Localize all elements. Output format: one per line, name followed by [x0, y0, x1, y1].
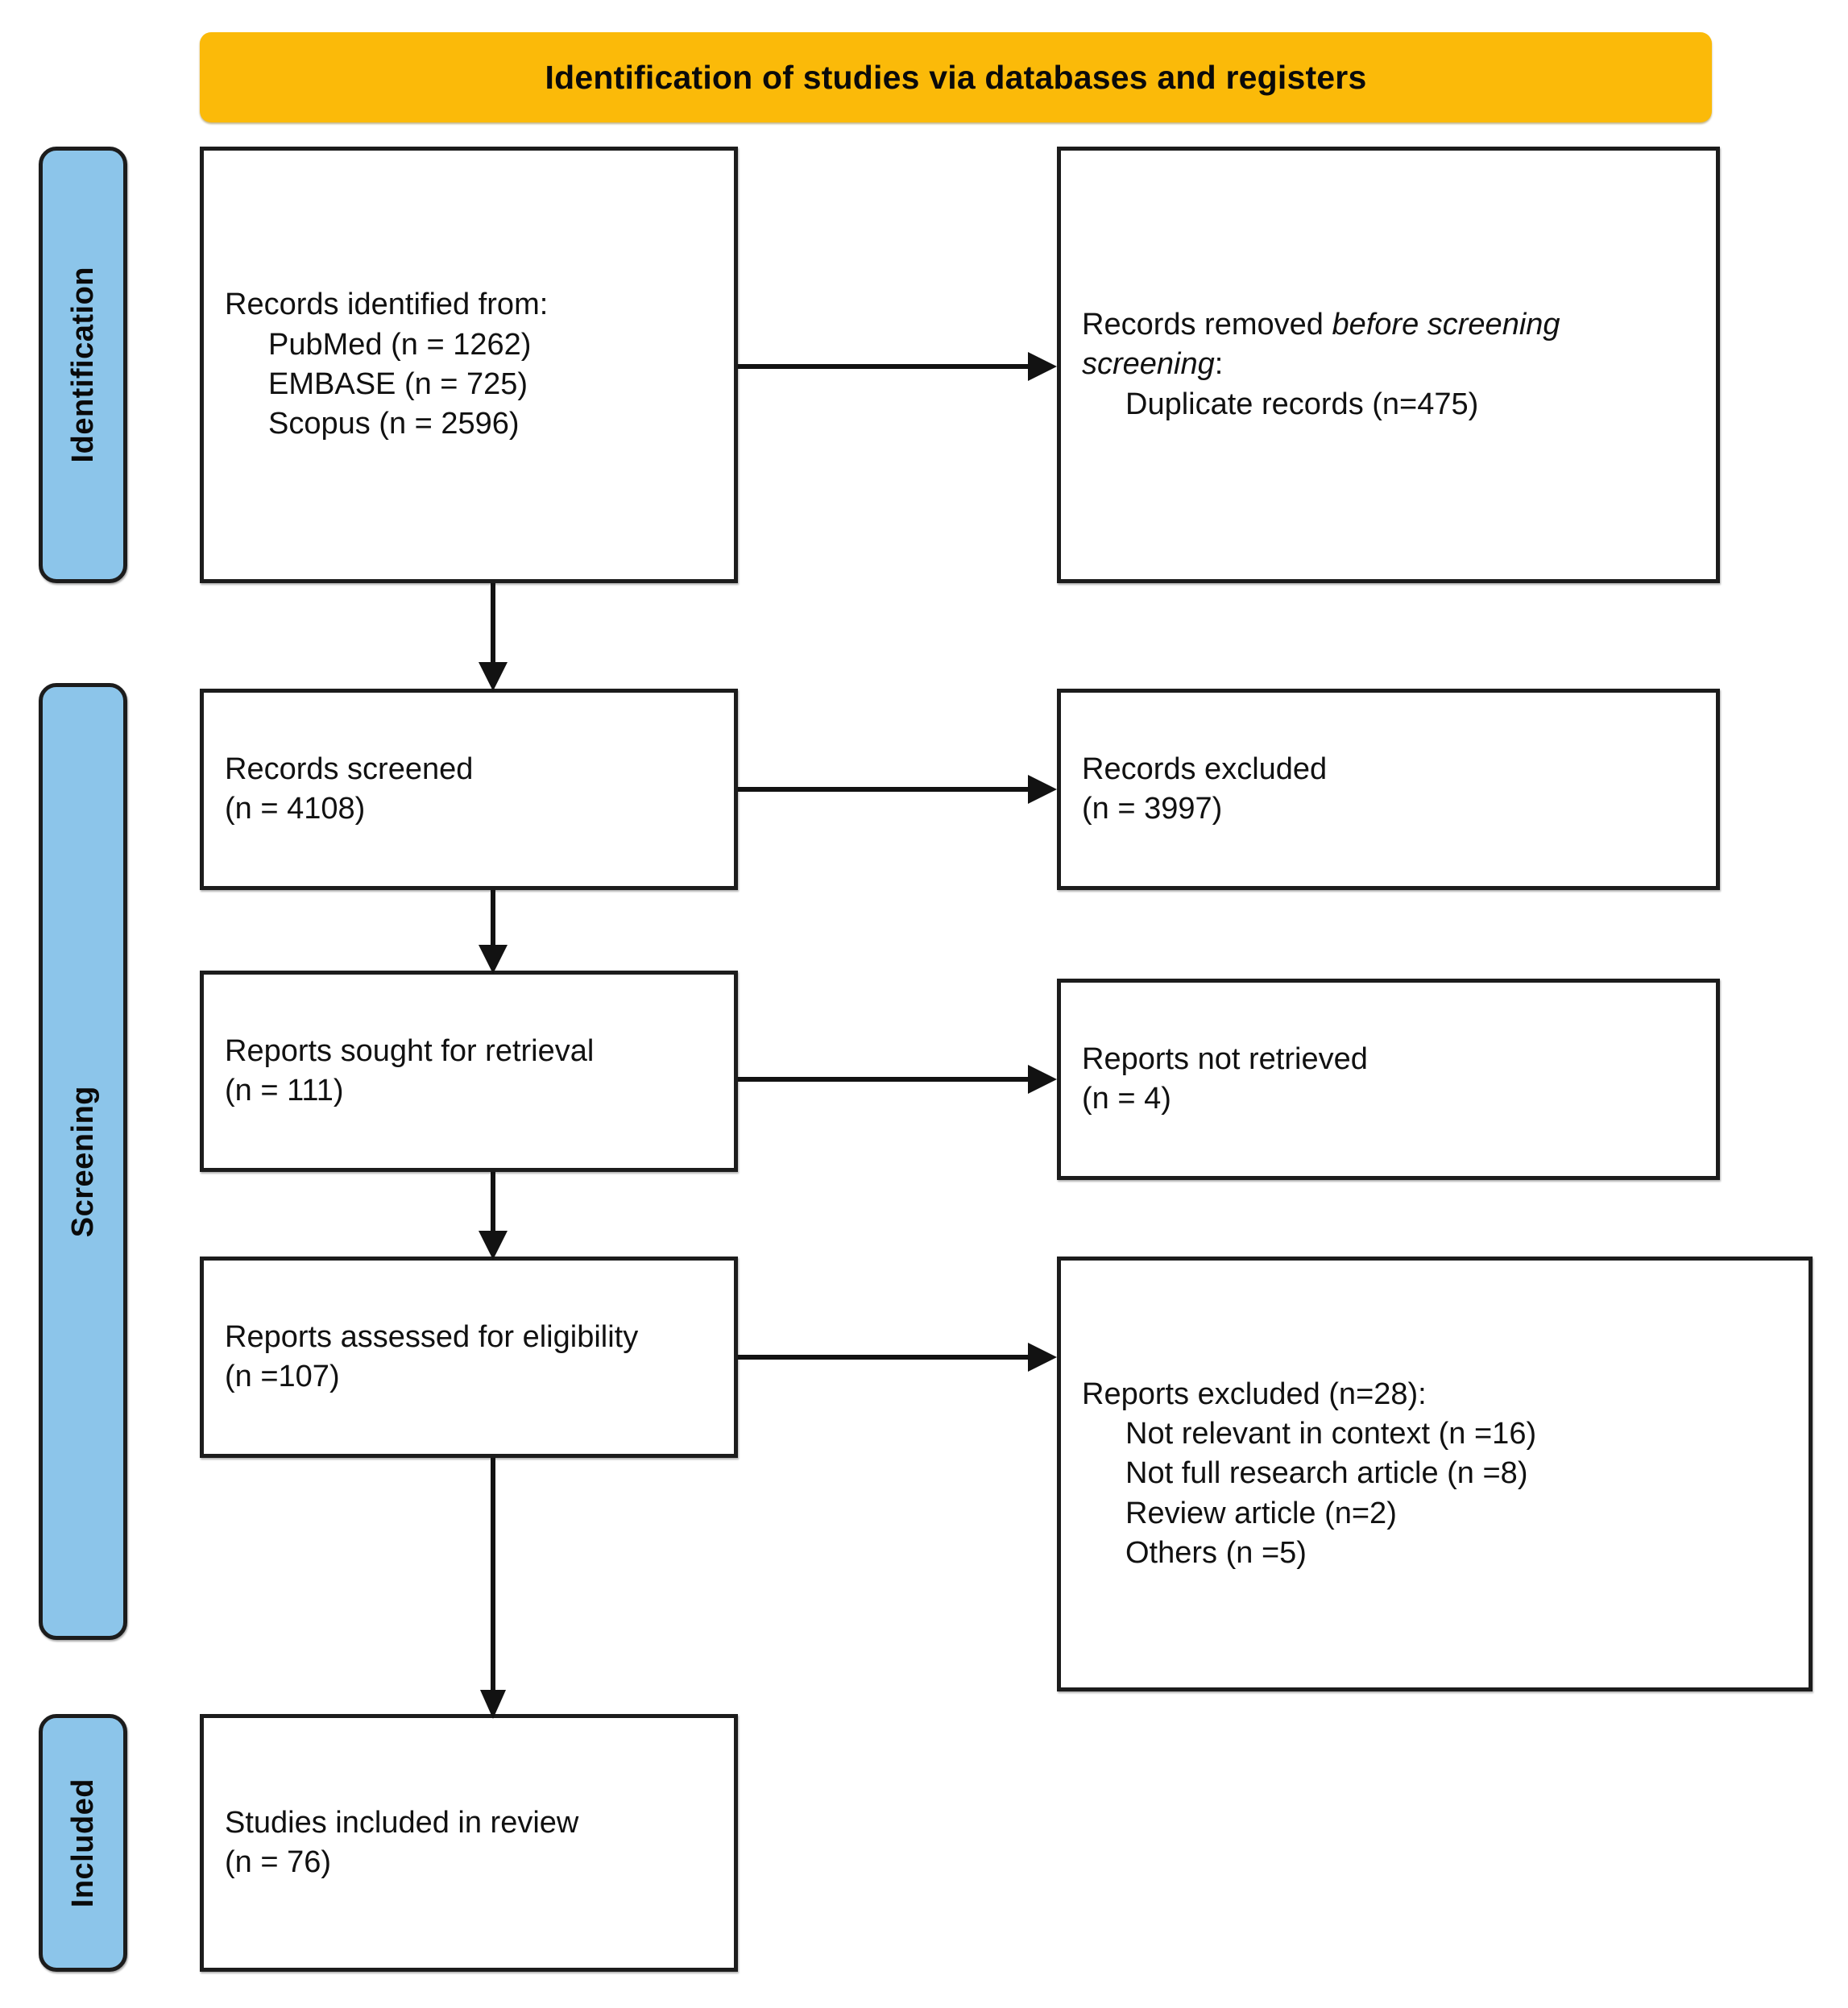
box-count: (n =107)	[225, 1360, 340, 1393]
box-records-excluded: Records excluded (n = 3997)	[1057, 689, 1720, 890]
box-title-continuation: screening:	[1082, 345, 1695, 384]
diagram-header-banner: Identification of studies via databases …	[200, 32, 1712, 122]
box-title: Reports sought for retrieval	[225, 1033, 595, 1068]
box-reports-excluded: Reports excluded (n=28): Not relevant in…	[1057, 1257, 1813, 1691]
box-count: (n = 3997)	[1082, 792, 1223, 826]
box-title: Records removed before screening	[1082, 305, 1695, 345]
stage-label-text: Screening	[65, 1085, 100, 1238]
arrow-screened-to-excluded	[738, 765, 1060, 814]
source-embase: EMBASE (n = 725)	[268, 367, 528, 401]
box-records-identified: Records identified from: PubMed (n = 126…	[200, 147, 738, 583]
arrow-assessed-to-reports-excluded	[738, 1333, 1060, 1381]
arrow-identified-to-removed	[738, 342, 1060, 391]
box-records-removed: Records removed before screening screeni…	[1057, 147, 1720, 583]
box-count: (n = 111)	[225, 1074, 344, 1108]
stage-label-screening: Screening	[39, 683, 127, 1640]
source-pubmed: PubMed (n = 1262)	[268, 327, 532, 362]
box-title: Records identified from:	[225, 288, 549, 322]
exclusion-reason-not-relevant: Not relevant in context (n =16)	[1125, 1416, 1537, 1451]
box-title: Reports not retrieved	[1082, 1041, 1368, 1076]
box-title-emphasis: before screening	[1332, 307, 1560, 342]
duplicate-records: Duplicate records (n=475)	[1125, 387, 1479, 421]
exclusion-reason-not-full-article: Not full research article (n =8)	[1125, 1456, 1528, 1491]
box-title: Reports assessed for eligibility	[225, 1319, 639, 1354]
box-title: Studies included in review	[225, 1805, 579, 1840]
diagram-title: Identification of studies via databases …	[545, 58, 1367, 96]
arrow-sought-to-not-retrieved	[738, 1055, 1060, 1103]
box-count: (n = 76)	[225, 1845, 332, 1879]
box-title-emphasis-2: screening	[1082, 347, 1215, 382]
box-title: Records excluded	[1082, 751, 1328, 786]
box-title-suffix: :	[1214, 347, 1224, 382]
exclusion-reason-review-article: Review article (n=2)	[1125, 1496, 1397, 1530]
box-title-prefix: Records removed	[1082, 307, 1332, 342]
source-scopus: Scopus (n = 2596)	[268, 407, 520, 441]
box-studies-included: Studies included in review (n = 76)	[200, 1714, 738, 1972]
box-title: Reports excluded (n=28):	[1082, 1377, 1427, 1411]
arrow-assessed-to-included	[469, 1458, 517, 1724]
box-count: (n = 4)	[1082, 1082, 1171, 1116]
box-reports-not-retrieved: Reports not retrieved (n = 4)	[1057, 979, 1720, 1180]
stage-label-included: Included	[39, 1714, 127, 1972]
stage-label-text: Identification	[65, 267, 100, 463]
box-reports-sought: Reports sought for retrieval (n = 111)	[200, 971, 738, 1172]
exclusion-reason-others: Others (n =5)	[1125, 1536, 1307, 1571]
box-title: Records screened	[225, 751, 474, 786]
stage-label-identification: Identification	[39, 147, 127, 583]
box-reports-assessed: Reports assessed for eligibility (n =107…	[200, 1257, 738, 1458]
box-count: (n = 4108)	[225, 792, 366, 826]
box-records-screened: Records screened (n = 4108)	[200, 689, 738, 890]
arrow-identified-to-screened	[469, 583, 517, 696]
stage-label-text: Included	[65, 1778, 100, 1908]
arrow-screened-to-sought	[469, 890, 517, 979]
arrow-sought-to-assessed	[469, 1172, 517, 1265]
